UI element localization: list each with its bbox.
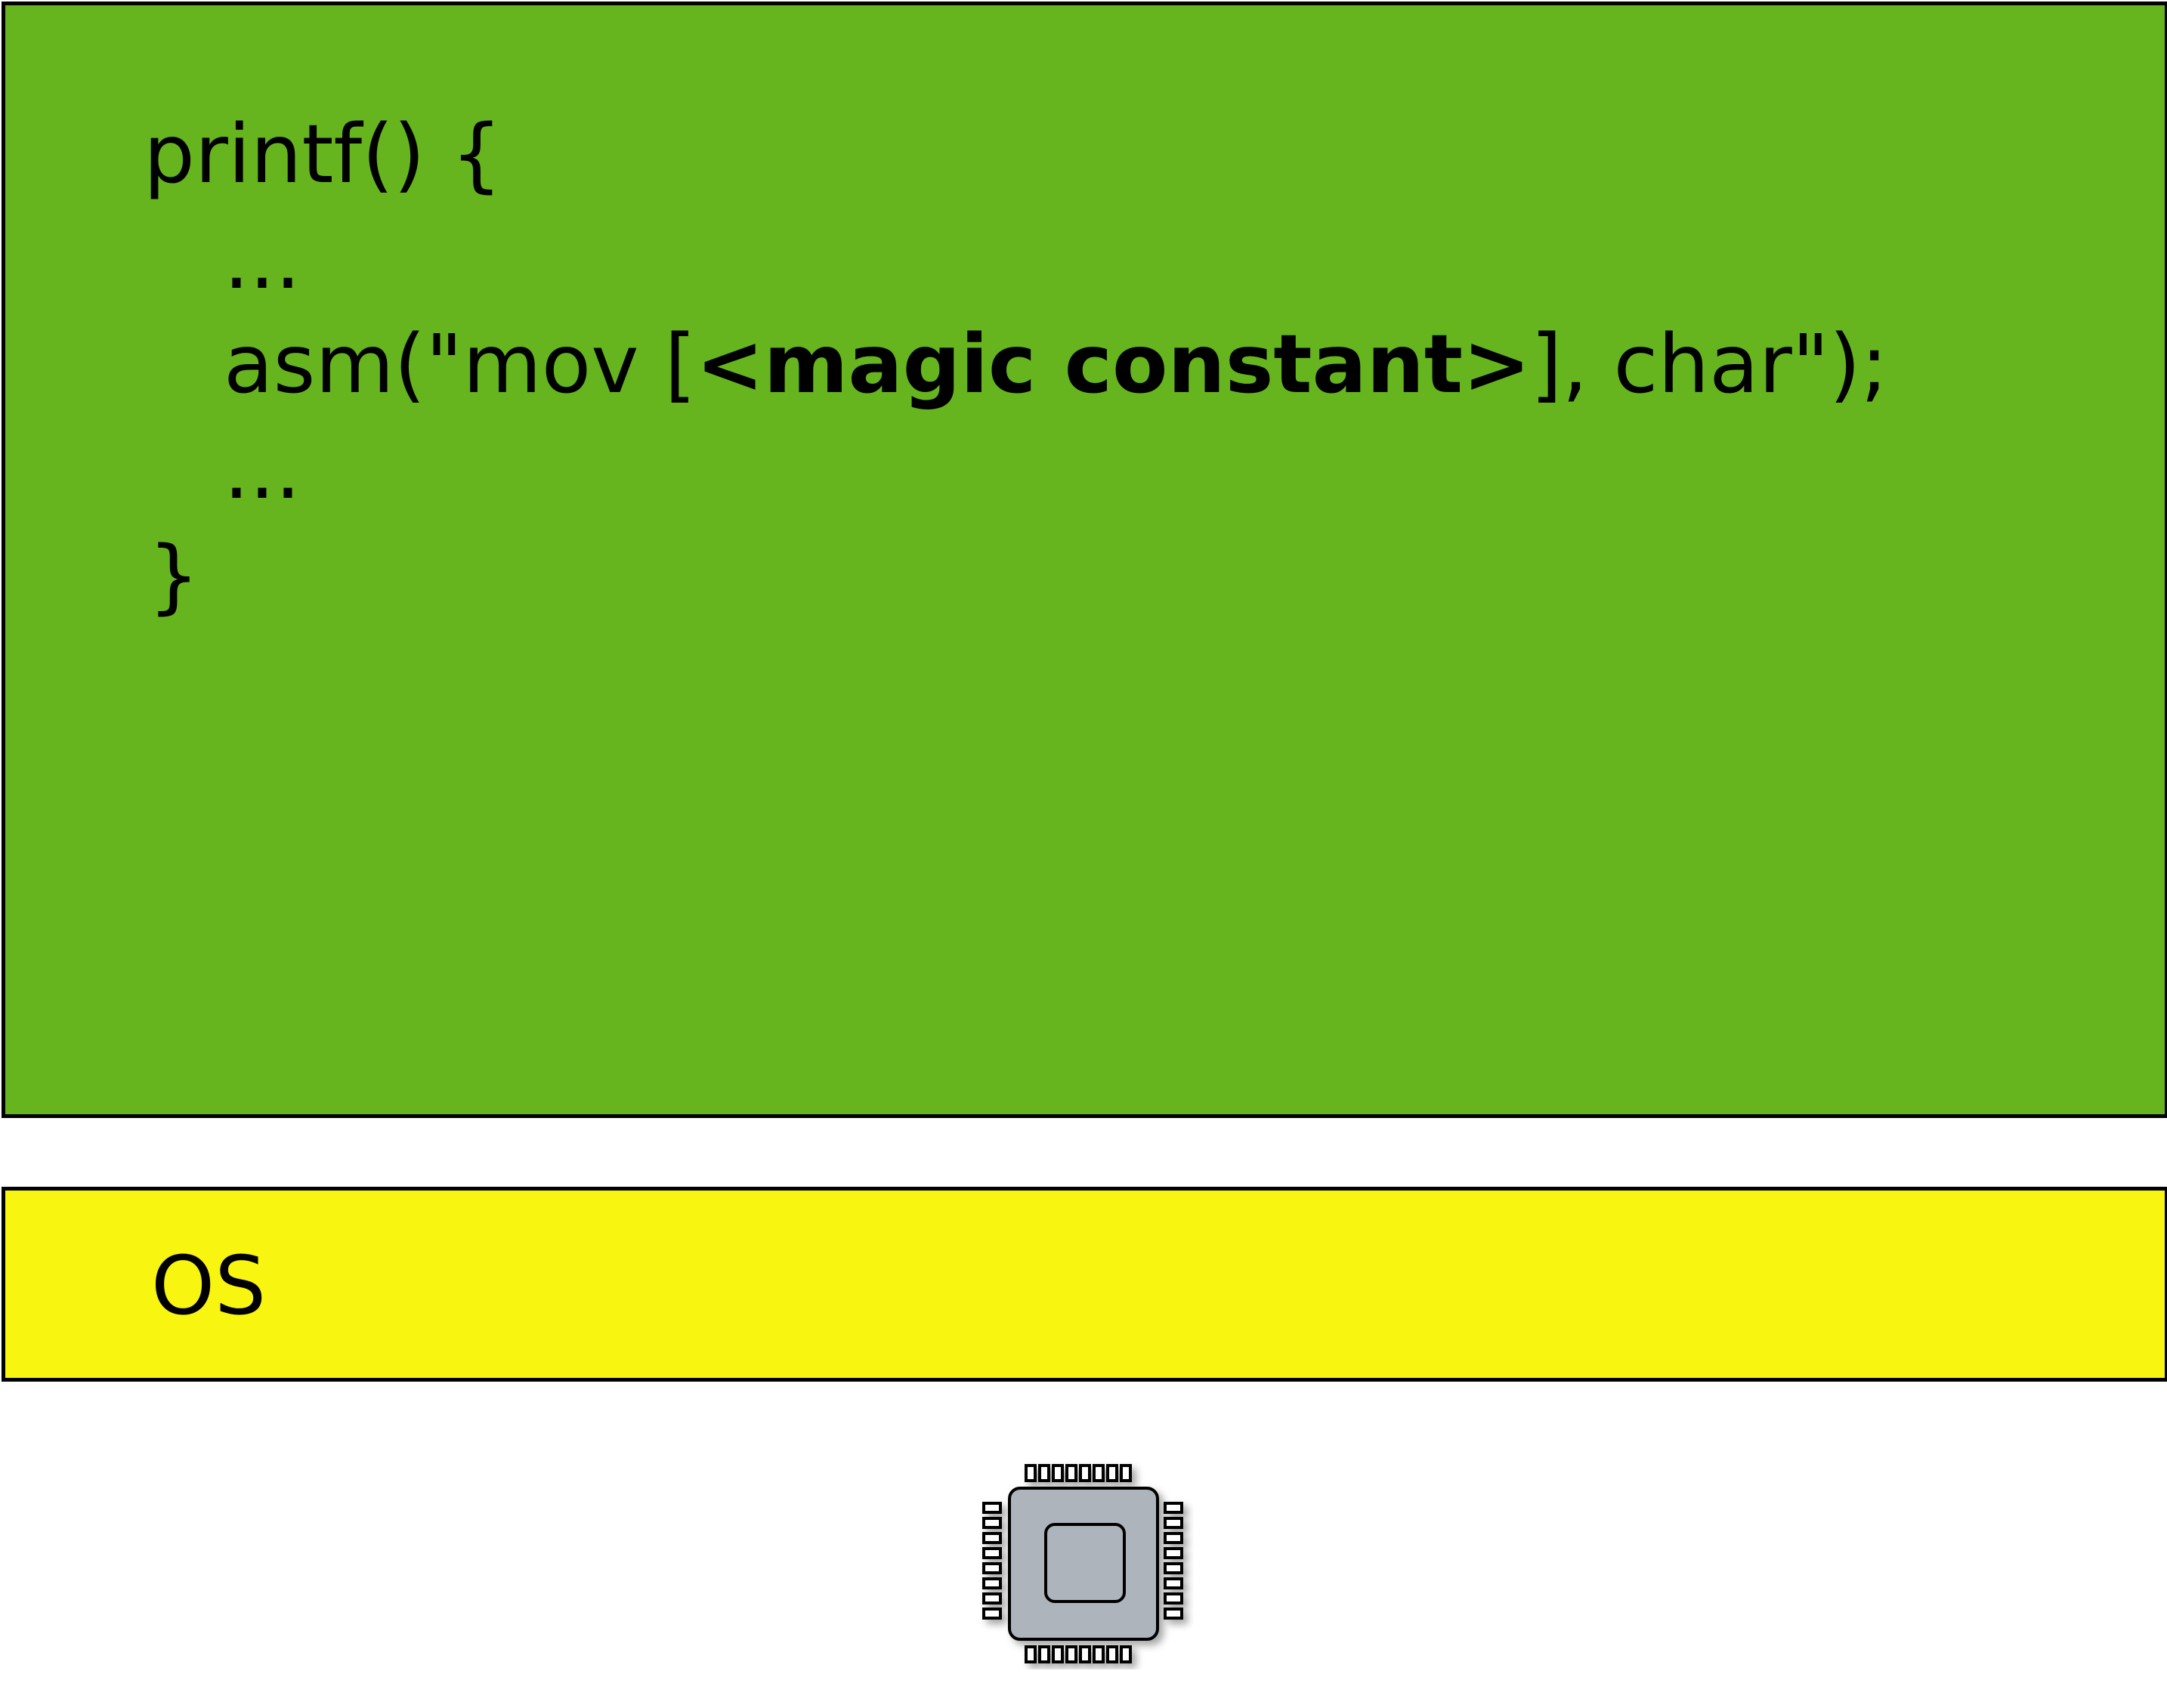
program-box [2, 2, 2167, 1118]
os-label: OS [151, 1240, 267, 1333]
code-line-ellipsis-bottom: ... [224, 431, 301, 511]
code-line-signature: printf() { [144, 115, 502, 196]
cpu-chip-icon [982, 1464, 1183, 1663]
code-text-asm-prefix: asm("mov [ [224, 318, 697, 412]
code-line-asm: asm("mov [<magic constant>], char"); [224, 325, 1888, 406]
code-text-asm-suffix: ], char"); [1530, 318, 1888, 412]
os-box [2, 1187, 2167, 1382]
code-text-ellipsis: ... [224, 424, 301, 517]
code-text-brace: } [148, 530, 200, 623]
code-line-closing-brace: } [148, 536, 199, 617]
code-text-ellipsis: ... [224, 214, 301, 307]
code-text-magic-constant: <magic constant> [696, 318, 1531, 412]
code-text-printf: printf() { [144, 108, 502, 202]
code-line-ellipsis-top: ... [224, 221, 301, 301]
